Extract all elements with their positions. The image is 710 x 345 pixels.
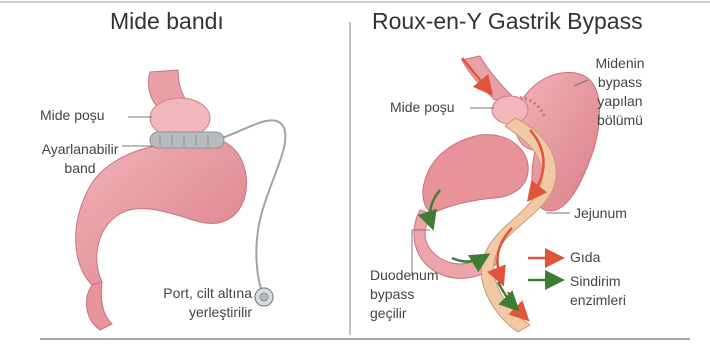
- label-bypassed-line2: bypass: [580, 73, 660, 92]
- gastric-pouch-right: [492, 96, 528, 124]
- label-port-line2: yerleştirilir: [112, 303, 252, 322]
- label-pouch-right: Mide poşu: [390, 98, 455, 117]
- label-jejunum: Jejunum: [574, 204, 627, 223]
- label-bypassed-line4: bölümü: [580, 111, 660, 130]
- label-port-line1: Port, cilt altına: [112, 284, 252, 303]
- label-band-line2: band: [38, 159, 122, 178]
- label-duodenum: Duodenum bypass geçilir: [370, 266, 439, 323]
- legend-food-label: Gıda: [570, 248, 600, 267]
- adjustable-band: [150, 132, 224, 148]
- stomach-remnant: [423, 135, 528, 214]
- label-duodenum-line1: Duodenum: [370, 266, 439, 285]
- label-band-line1: Ayarlanabilir: [38, 140, 122, 159]
- label-duodenum-line2: bypass: [370, 285, 439, 304]
- right-panel-title: Roux-en-Y Gastrik Bypass: [372, 8, 643, 35]
- label-port: Port, cilt altına yerleştirilir: [112, 284, 252, 322]
- legend-enzymes-line2: enzimleri: [570, 291, 626, 310]
- legend-enzymes-label: Sindirim enzimleri: [570, 272, 626, 310]
- esophagus-right: [462, 56, 512, 100]
- label-bypassed-part: Midenin bypass yapılan bölümü: [580, 54, 660, 130]
- label-bypassed-line1: Midenin: [580, 54, 660, 73]
- legend-enzymes-line1: Sindirim: [570, 272, 626, 291]
- label-duodenum-line3: geçilir: [370, 304, 439, 323]
- label-adjustable-band: Ayarlanabilir band: [38, 140, 122, 178]
- label-pouch-left: Mide poşu: [40, 106, 105, 125]
- left-panel-title: Mide bandı: [110, 8, 224, 35]
- duodenum-left: [86, 282, 112, 330]
- label-bypassed-line3: yapılan: [580, 92, 660, 111]
